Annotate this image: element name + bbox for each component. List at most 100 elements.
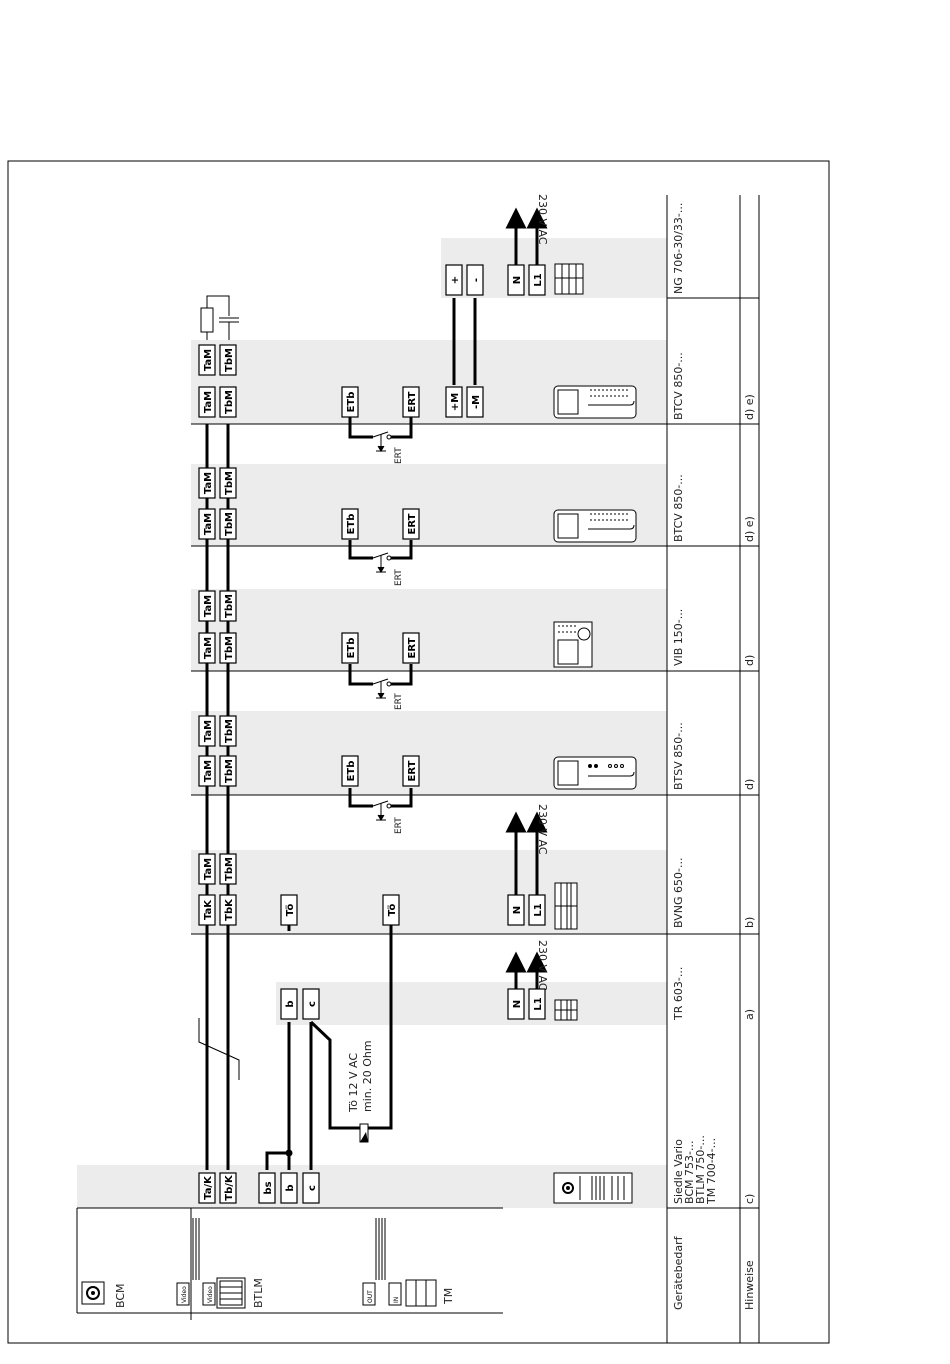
- terminal-station-etb: ETb: [341, 632, 359, 664]
- terminal-station-in: TbM: [219, 508, 237, 540]
- note-ref: d): [743, 655, 756, 666]
- ert-label-btcv-2: ERT: [394, 447, 404, 464]
- ert-switch-btcv-1: [372, 552, 392, 573]
- terminal-station-in: TbM: [219, 632, 237, 664]
- device-name: NG 706-30/33-...: [672, 203, 685, 294]
- tm-port-out: OUT: [367, 1290, 374, 1303]
- terminal-motor: -M: [466, 386, 484, 418]
- device-name: BCM 753-...: [683, 1141, 696, 1204]
- terminal-station-out: TaM: [198, 715, 216, 747]
- terminal-station-etb: ETb: [341, 508, 359, 540]
- terminal-bvng: TaK: [198, 894, 216, 926]
- tm-icon: [405, 1279, 437, 1307]
- ng-power-supply-icon: [554, 263, 584, 295]
- band-tr: [276, 982, 667, 1025]
- device-name: VIB 150-...: [672, 609, 685, 666]
- svg-text:TaM: TaM: [203, 858, 214, 880]
- terminal-station-in: TbM: [219, 386, 237, 418]
- ert-label-vib: ERT: [394, 693, 404, 710]
- svg-text:N: N: [512, 906, 523, 914]
- terminal-tr: N: [507, 988, 525, 1020]
- ert-switch-vib: [372, 678, 392, 699]
- svg-text:TaM: TaM: [203, 637, 214, 659]
- door-opener-label-2: min. 20 Ohm: [361, 1040, 374, 1112]
- device-name: BTCV 850-...: [672, 474, 685, 542]
- svg-text:TaM: TaM: [203, 760, 214, 782]
- svg-text:TaM: TaM: [203, 472, 214, 494]
- door-opener-symbol: [359, 1123, 369, 1143]
- terminal-tr: c: [302, 988, 320, 1020]
- terminal-station-in: TaM: [198, 508, 216, 540]
- note-ref: b): [743, 917, 756, 928]
- terminal-tr: b: [280, 988, 298, 1020]
- terminal-station-ert: ERT: [402, 386, 420, 418]
- device-name: TR 603-...: [672, 967, 685, 1021]
- supply-label-tr: 230 V AC: [536, 940, 549, 991]
- note-ref: d) e): [743, 516, 756, 542]
- terminal-station-out: TbM: [219, 344, 237, 376]
- svg-text:TbK: TbK: [224, 898, 235, 921]
- tm-port-in: IN: [393, 1297, 400, 1303]
- svg-text:-M: -M: [471, 395, 482, 409]
- device-name: Siedle Vario: [672, 1139, 685, 1204]
- terminal-ng: -: [466, 264, 484, 296]
- btlm-module: Video BTLM: [202, 1277, 265, 1309]
- svg-text:TbM: TbM: [224, 390, 235, 414]
- svg-text:TaK: TaK: [203, 899, 214, 920]
- svg-text:TaM: TaM: [203, 349, 214, 371]
- svg-text:+: +: [450, 276, 461, 284]
- supply-label-ng: 230 V AC: [536, 194, 549, 245]
- svg-text:ERT: ERT: [407, 513, 418, 534]
- svg-text:ERT: ERT: [407, 760, 418, 781]
- ert-label-btcv-1: ERT: [394, 569, 404, 586]
- terminal-station-in: TbM: [219, 755, 237, 787]
- svg-text:TbM: TbM: [224, 636, 235, 660]
- supply-label-bvng: 230 V AC: [536, 804, 549, 855]
- note-ref: d) e): [743, 394, 756, 420]
- terminal-vario: b: [280, 1172, 298, 1204]
- svg-text:ERT: ERT: [407, 391, 418, 412]
- row-label-devices: Gerätebedarf: [672, 1235, 685, 1310]
- terminal-station-in: TaM: [198, 632, 216, 664]
- note-ref: d): [743, 779, 756, 790]
- terminal-bvng: L1: [528, 894, 546, 926]
- vib-indoor-icon: [553, 621, 593, 668]
- door-opener-label-1: Tö 12 V AC: [347, 1053, 360, 1113]
- terminal-station-in: TaM: [198, 386, 216, 418]
- svg-text:b: b: [285, 1184, 296, 1191]
- svg-text:Tö: Tö: [387, 903, 398, 916]
- svg-text:b: b: [285, 1000, 296, 1007]
- bcm-label: BCM: [114, 1283, 127, 1308]
- ert-switch-btsv: [372, 800, 392, 821]
- terminal-vario: Tb/K: [219, 1172, 237, 1204]
- svg-text:TbM: TbM: [224, 471, 235, 495]
- svg-text:TbM: TbM: [224, 348, 235, 372]
- terminal-bvng: Tö: [280, 894, 298, 926]
- video-power-supply-icon: [554, 882, 578, 930]
- bcm-module: BCM Video: [81, 1281, 190, 1308]
- module-area: [76, 1208, 503, 1320]
- terminal-station-in: TaM: [198, 755, 216, 787]
- terminal-station-out: TaM: [198, 344, 216, 376]
- terminal-station-out: TbM: [219, 467, 237, 499]
- svg-text:L1: L1: [533, 273, 544, 286]
- band-vib: [191, 589, 667, 671]
- svg-text:ERT: ERT: [407, 637, 418, 658]
- svg-text:TbM: TbM: [224, 594, 235, 618]
- svg-text:L1: L1: [533, 997, 544, 1010]
- svg-text:N: N: [512, 1000, 523, 1008]
- btcv-handset-icon-1: [553, 509, 637, 543]
- svg-text:bs: bs: [263, 1181, 274, 1194]
- svg-text:c: c: [307, 1001, 318, 1007]
- device-name: TM 700-4-...: [705, 1138, 718, 1205]
- supply-arrows: [505, 207, 548, 996]
- band-bvng: [191, 850, 667, 934]
- ert-switches: [372, 431, 392, 821]
- terminal-ng: +: [445, 264, 463, 296]
- svg-text:N: N: [512, 276, 523, 284]
- btlm-label: BTLM: [252, 1278, 265, 1308]
- tm-module: OUT IN TM: [362, 1279, 455, 1307]
- transformer-icon: [554, 999, 578, 1021]
- svg-text:TbM: TbM: [224, 759, 235, 783]
